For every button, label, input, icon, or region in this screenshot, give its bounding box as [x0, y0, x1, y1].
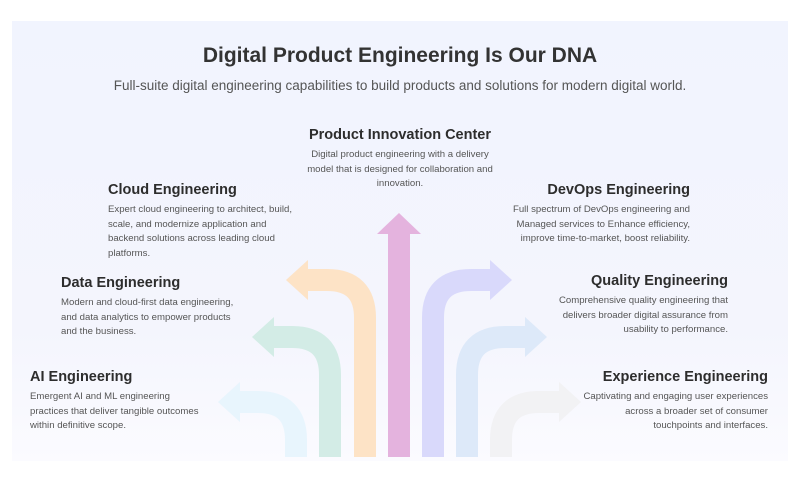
ai-arrow	[218, 382, 307, 457]
devops-arrow	[422, 260, 512, 457]
card-ai-engineering: AI Engineering Emergent AI and ML engine…	[30, 369, 205, 434]
center-arrow	[377, 213, 421, 457]
card-title: AI Engineering	[30, 369, 133, 385]
page-title: Digital Product Engineering Is Our DNA	[202, 44, 598, 67]
card-quality-engineering: Quality Engineering Comprehensive qualit…	[540, 273, 728, 338]
card-description: Expert cloud engineering to architect, b…	[108, 204, 292, 259]
card-experience-engineering: Experience Engineering Captivating and e…	[580, 369, 768, 434]
card-description: Full spectrum of DevOps engineering and …	[512, 204, 690, 244]
card-product-innovation: Product Innovation Center Digital produc…	[290, 127, 510, 192]
cloud-arrow	[286, 260, 376, 457]
quality-arrow	[456, 317, 547, 457]
card-title: Data Engineering	[61, 275, 181, 291]
card-description: Modern and cloud-first data engineering,…	[61, 297, 234, 337]
card-data-engineering: Data Engineering Modern and cloud-first …	[61, 275, 246, 340]
card-cloud-engineering: Cloud Engineering Expert cloud engineeri…	[108, 182, 303, 261]
card-description: Digital product engineering with a deliv…	[307, 149, 493, 189]
card-description: Emergent AI and ML engineering practices…	[30, 391, 199, 431]
card-title: Product Innovation Center	[308, 127, 492, 143]
card-description: Comprehensive quality engineering that d…	[558, 295, 728, 335]
data-arrow	[252, 317, 341, 457]
card-title: Cloud Engineering	[108, 182, 237, 198]
experience-arrow	[490, 382, 581, 457]
card-title: DevOps Engineering	[547, 182, 690, 198]
card-title: Experience Engineering	[602, 369, 768, 385]
card-description: Captivating and engaging user experience…	[583, 391, 768, 431]
card-devops-engineering: DevOps Engineering Full spectrum of DevO…	[500, 182, 690, 247]
card-title: Quality Engineering	[591, 273, 728, 289]
page-subtitle: Full-suite digital engineering capabilit…	[113, 78, 687, 93]
